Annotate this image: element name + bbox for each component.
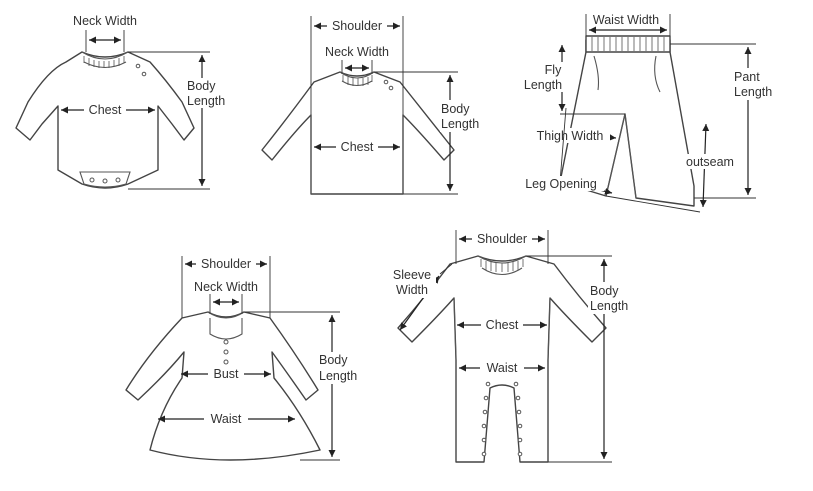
dress-body-length-label-2: Length [319,369,357,383]
top-neck-width-label: Neck Width [325,45,389,59]
dress-neck-width-label: Neck Width [194,280,258,294]
top-body-length-label-2: Length [441,117,479,131]
pants-pant-length-label-2: Length [734,85,772,99]
pants-leg-opening-label: Leg Opening [525,177,597,191]
dress-waist-label: Waist [211,412,242,426]
romper-body-length-label: Body [590,284,619,298]
bodysuit-body-length-label: Body [187,79,216,93]
top-diagram: Shoulder Neck Width Chest Body Length [261,16,486,195]
top-shoulder-label: Shoulder [332,19,382,33]
bodysuit-snap-button [115,177,121,183]
pants-fly-length-label: Fly [545,63,562,77]
romper-diagram: Shoulder Sleeve Width Chest Waist Body L… [388,230,636,463]
top-chest-label: Chest [341,140,374,154]
dress-diagram: Shoulder Neck Width Bust Waist Body Leng… [125,256,366,461]
pants-pant-length-label: Pant [734,70,760,84]
romper-chest-label: Chest [486,318,519,332]
dress-shoulder-label: Shoulder [201,257,251,271]
romper-body-length-label-2: Length [590,299,628,313]
pants-diagram: Waist Width Fly Length Pant Length Thigh… [518,13,780,213]
top-body-length-label: Body [441,102,470,116]
bodysuit-outline [15,51,195,189]
bodysuit-snap-button [102,178,108,184]
pants-thigh-width-label: Thigh Width [537,129,604,143]
dress-outline [125,311,321,461]
bodysuit-diagram: Neck Width Chest Body Length [15,14,232,190]
romper-waist-label: Waist [487,361,518,375]
dress-bust-label: Bust [213,367,239,381]
dress-body-length-label: Body [319,353,348,367]
bodysuit-snap-button [89,177,95,183]
pants-fly-length-label-2: Length [524,78,562,92]
bodysuit-neck-width-label: Neck Width [73,14,137,28]
romper-sleeve-width-label: Sleeve [393,268,431,282]
pants-outseam-label: outseam [686,155,734,169]
top-outline [261,71,455,195]
bodysuit-chest-label: Chest [89,103,122,117]
pants-waist-width-label: Waist Width [593,13,659,27]
romper-outline [397,255,607,463]
romper-sleeve-width-label-2: Width [396,283,428,297]
bodysuit-body-length-label-2: Length [187,94,225,108]
romper-shoulder-label: Shoulder [477,232,527,246]
